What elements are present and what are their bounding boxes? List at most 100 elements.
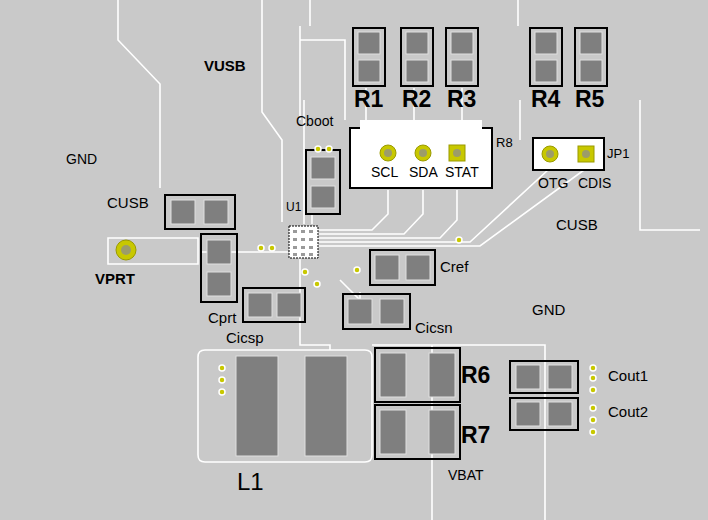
pcb-label: GND: [532, 302, 565, 317]
cap-outline: [243, 288, 305, 322]
pcb-label: VPRT: [95, 271, 135, 286]
header-outline: [350, 128, 492, 188]
pad: [548, 365, 572, 389]
header-tab: [360, 120, 482, 130]
via: [590, 429, 596, 435]
via: [258, 245, 264, 251]
pad: [358, 60, 380, 82]
resistor-outline: [401, 28, 433, 86]
pcb-label: SDA: [409, 165, 438, 179]
pad: [309, 253, 313, 256]
resistor-outline: [375, 348, 460, 402]
pad: [548, 402, 572, 426]
pad: [348, 299, 372, 324]
cap-outline: [201, 234, 237, 302]
square-pad: [578, 146, 594, 162]
via: [456, 237, 462, 243]
pour-edge: [118, 0, 160, 188]
pad: [429, 410, 455, 454]
pad: [293, 253, 297, 256]
pcb-label: GND: [66, 152, 97, 166]
via: [315, 146, 321, 152]
pad: [309, 246, 313, 249]
pcb-label: R2: [402, 88, 431, 111]
pcb-label: CUSB: [556, 217, 598, 232]
pad: [380, 299, 404, 324]
resistor-outline: [446, 28, 478, 86]
pad: [406, 255, 430, 280]
vprt-trace: [108, 238, 198, 264]
pcb-label: STAT: [445, 165, 479, 179]
pad: [535, 60, 557, 82]
pad: [311, 157, 335, 179]
drill: [121, 245, 131, 255]
resistor-outline: [575, 28, 607, 86]
pcb-label: Cboot: [296, 114, 333, 128]
vprt-hole: [116, 240, 136, 260]
pour-edge: [520, 100, 700, 230]
pcb-label: Cref: [440, 259, 468, 274]
via: [590, 365, 596, 371]
via: [590, 417, 596, 423]
via: [302, 269, 308, 275]
vbat-pour: [372, 345, 545, 520]
pad: [406, 32, 428, 54]
via: [354, 267, 360, 273]
pad: [580, 32, 602, 54]
drill: [582, 150, 590, 158]
pad: [301, 246, 305, 249]
pcb-label: OTG: [538, 176, 568, 190]
drill: [453, 149, 461, 157]
through-hole: [380, 145, 396, 161]
pour-edge: [310, 0, 518, 26]
cap-outline: [343, 294, 410, 329]
pad: [429, 353, 455, 397]
pad: [535, 32, 557, 54]
pcb-label: Cprt: [208, 310, 236, 325]
inductor-pour: [198, 350, 372, 462]
drill: [546, 150, 554, 158]
pcb-label: VUSB: [204, 58, 246, 73]
cap-outline: [306, 150, 340, 214]
via: [326, 146, 332, 152]
pcb-label: Cout2: [608, 404, 648, 419]
pad: [451, 32, 473, 54]
header-connector: [350, 120, 492, 188]
ic-outline: [289, 226, 318, 258]
ic-u1: [289, 226, 318, 258]
via: [219, 389, 225, 395]
pcb-label: R3: [447, 88, 476, 111]
pcb-label: Cout1: [608, 368, 648, 383]
copper-outlines: [108, 0, 700, 520]
pad: [248, 293, 272, 317]
pcb-label: R4: [531, 88, 560, 111]
pcb-label: CUSB: [107, 195, 149, 210]
resistor-outline: [353, 28, 385, 86]
pcb-label: CDIS: [578, 176, 611, 190]
pcb-label: SCL: [371, 165, 398, 179]
square-pad: [449, 145, 465, 161]
jumper: [533, 138, 604, 170]
pad: [207, 240, 231, 264]
drill: [384, 149, 392, 157]
pcb-label: R5: [575, 88, 604, 111]
pad: [277, 293, 301, 317]
through-hole: [116, 240, 136, 260]
pcb-label: JP1: [607, 147, 629, 160]
capacitors: [165, 150, 578, 430]
pad: [380, 353, 406, 397]
via: [590, 405, 596, 411]
pad: [301, 238, 305, 241]
pcb-label: Cicsn: [415, 320, 453, 335]
pad: [406, 60, 428, 82]
ic-pads: [293, 230, 313, 256]
pad: [293, 238, 297, 241]
pad: [516, 365, 540, 389]
resistor-pads: [353, 28, 607, 86]
pad: [204, 200, 228, 224]
pad: [451, 60, 473, 82]
pad: [358, 32, 380, 54]
